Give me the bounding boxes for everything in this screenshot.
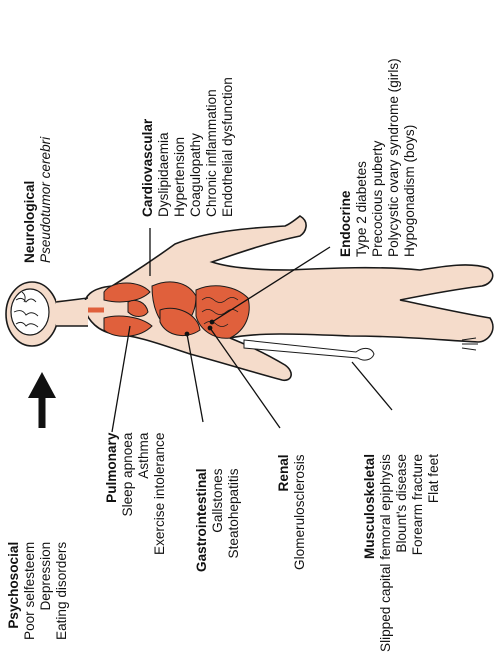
group-psychosocial: Psychosocial Poor selfesteem Depression … (6, 542, 70, 640)
group-neurological: Neurological Pseudotumor cerebri (22, 137, 54, 263)
renal-item: Glomerulosclerosis (292, 454, 308, 570)
group-musculoskeletal: Musculoskeletal Slipped capital femoral … (362, 454, 442, 652)
group-endocrine: Endocrine Type 2 diabetes Precocious pub… (338, 58, 418, 257)
cardiovascular-item: Hypertension (172, 77, 188, 217)
cardiovascular-item: Chronic inflammation (204, 77, 220, 217)
group-cardiovascular: Cardiovascular Dyslipidaemia Hypertensio… (140, 77, 236, 217)
body-silhouette (84, 216, 492, 380)
endocrine-item: Polycystic ovary syndrome (girls) (386, 58, 402, 257)
psychosocial-title: Psychosocial (6, 542, 22, 629)
gastrointestinal-title: Gastrointestinal (194, 469, 210, 573)
psychosocial-item: Depression (38, 542, 54, 611)
musculoskeletal-title: Musculoskeletal (362, 454, 378, 559)
pulmonary-item: Sleep apnoea (120, 433, 136, 517)
neurological-item: Pseudotumor cerebri (38, 137, 54, 263)
pulmonary-item: Exercise intolerance (152, 433, 168, 555)
endocrine-title: Endocrine (338, 58, 354, 257)
pulmonary-item: Asthma (136, 433, 152, 479)
neck (56, 300, 88, 326)
musculoskeletal-item: Blount's disease (394, 454, 410, 553)
pulmonary-title: Pulmonary (104, 433, 120, 503)
cardiovascular-item: Dyslipidaemia (156, 77, 172, 217)
renal-title: Renal (276, 454, 292, 491)
psychosocial-item: Poor selfesteem (22, 542, 38, 640)
musculoskeletal-item: Slipped capital femoral epiphysis (378, 454, 394, 652)
gastrointestinal-item: Gallstones (210, 469, 226, 533)
endocrine-item: Type 2 diabetes (354, 58, 370, 257)
group-pulmonary: Pulmonary Sleep apnoea Asthma Exercise i… (104, 433, 168, 555)
musculoskeletal-item: Forearm fracture (410, 454, 426, 555)
cardiovascular-item: Endothelial dysfunction (220, 77, 236, 217)
endocrine-item: Hypogonadism (boys) (402, 58, 418, 257)
gastrointestinal-item: Steatohepatitis (226, 469, 242, 559)
musculoskeletal-item: Flat feet (426, 454, 442, 503)
group-gastrointestinal: Gastrointestinal Gallstones Steatohepati… (194, 469, 242, 573)
arrow-icon (28, 372, 56, 398)
group-renal: Renal Glomerulosclerosis (276, 454, 308, 570)
psychosocial-item: Eating disorders (54, 542, 70, 640)
cardiovascular-item: Coagulopathy (188, 77, 204, 217)
cardiovascular-title: Cardiovascular (140, 77, 156, 217)
brain (11, 289, 49, 335)
neurological-title: Neurological (22, 137, 38, 263)
endocrine-item: Precocious puberty (370, 58, 386, 257)
